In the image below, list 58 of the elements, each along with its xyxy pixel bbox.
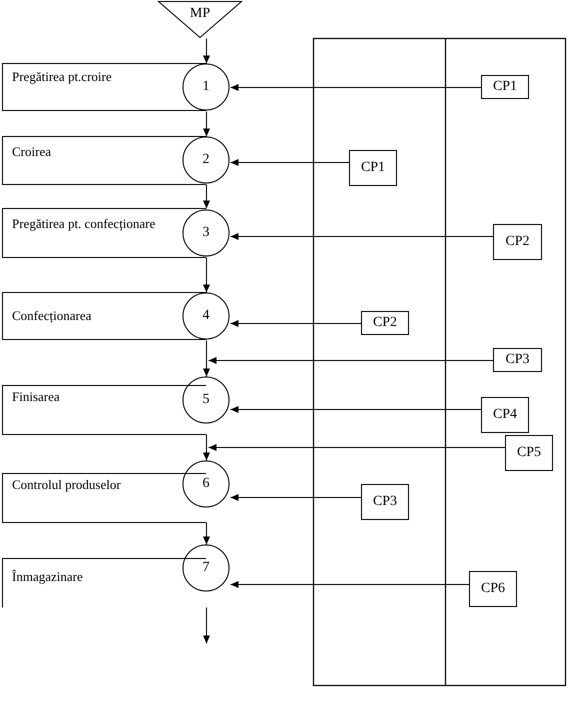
- arrow: [203, 38, 210, 64]
- control-point-box: [481, 75, 529, 99]
- input-triangle: [158, 1, 242, 38]
- arrow: [203, 522, 210, 545]
- arrow: [230, 233, 494, 240]
- arrow: [230, 406, 482, 413]
- control-point-label: CP1: [492, 79, 518, 95]
- control-point-box: [493, 348, 542, 372]
- process-step: [2, 63, 230, 111]
- control-point-label: CP2: [505, 234, 530, 250]
- step-label: Croirea: [12, 144, 51, 160]
- arrow: [230, 320, 362, 327]
- control-point-box: [505, 435, 553, 471]
- control-point-label: CP4: [492, 407, 518, 423]
- arrow: [203, 111, 210, 137]
- control-point-label: CP3: [372, 494, 398, 510]
- control-point-box: [361, 484, 409, 520]
- step-number: 1: [202, 79, 210, 95]
- control-point-label: CP3: [505, 352, 530, 368]
- step-number: 3: [202, 225, 210, 241]
- arrow: [208, 357, 494, 364]
- step-number: 6: [202, 476, 210, 492]
- control-point-box: [493, 224, 542, 260]
- step-label: Înmagazinare: [12, 569, 83, 585]
- step-label: Pregătirea pt. confecționare: [12, 216, 156, 232]
- step-number: 2: [202, 152, 210, 168]
- process-step: [2, 460, 230, 522]
- control-point-label: CP5: [516, 445, 542, 461]
- arrow: [230, 159, 350, 166]
- control-point-box: [481, 397, 529, 433]
- triangle-label: MP: [190, 6, 210, 22]
- control-point-box: [349, 150, 397, 186]
- arrow: [203, 434, 210, 461]
- step-number: 5: [202, 392, 210, 408]
- arrow: [203, 340, 210, 377]
- control-point-box: [361, 311, 409, 335]
- process-step: [2, 136, 230, 184]
- step-label: Confecționarea: [12, 308, 92, 324]
- step-label: Pregătirea pt.croire: [12, 69, 112, 85]
- control-point-label: CP6: [480, 581, 506, 597]
- process-step: [2, 376, 230, 434]
- arrow: [230, 494, 362, 501]
- process-step: [2, 208, 230, 257]
- arrow: [208, 444, 506, 451]
- arrow: [203, 184, 210, 209]
- control-point-box: [469, 571, 517, 607]
- arrow: [203, 607, 210, 644]
- arrow: [230, 84, 482, 91]
- arrow: [230, 581, 470, 588]
- process-step: [2, 292, 230, 340]
- control-point-label: CP1: [360, 160, 386, 176]
- control-point-label: CP2: [372, 315, 398, 331]
- process-step: [2, 544, 230, 607]
- step-label: Controlul produselor: [12, 477, 121, 493]
- step-label: Finisarea: [12, 389, 60, 405]
- step-number: 7: [202, 560, 210, 576]
- arrow: [203, 257, 210, 293]
- step-number: 4: [202, 308, 210, 324]
